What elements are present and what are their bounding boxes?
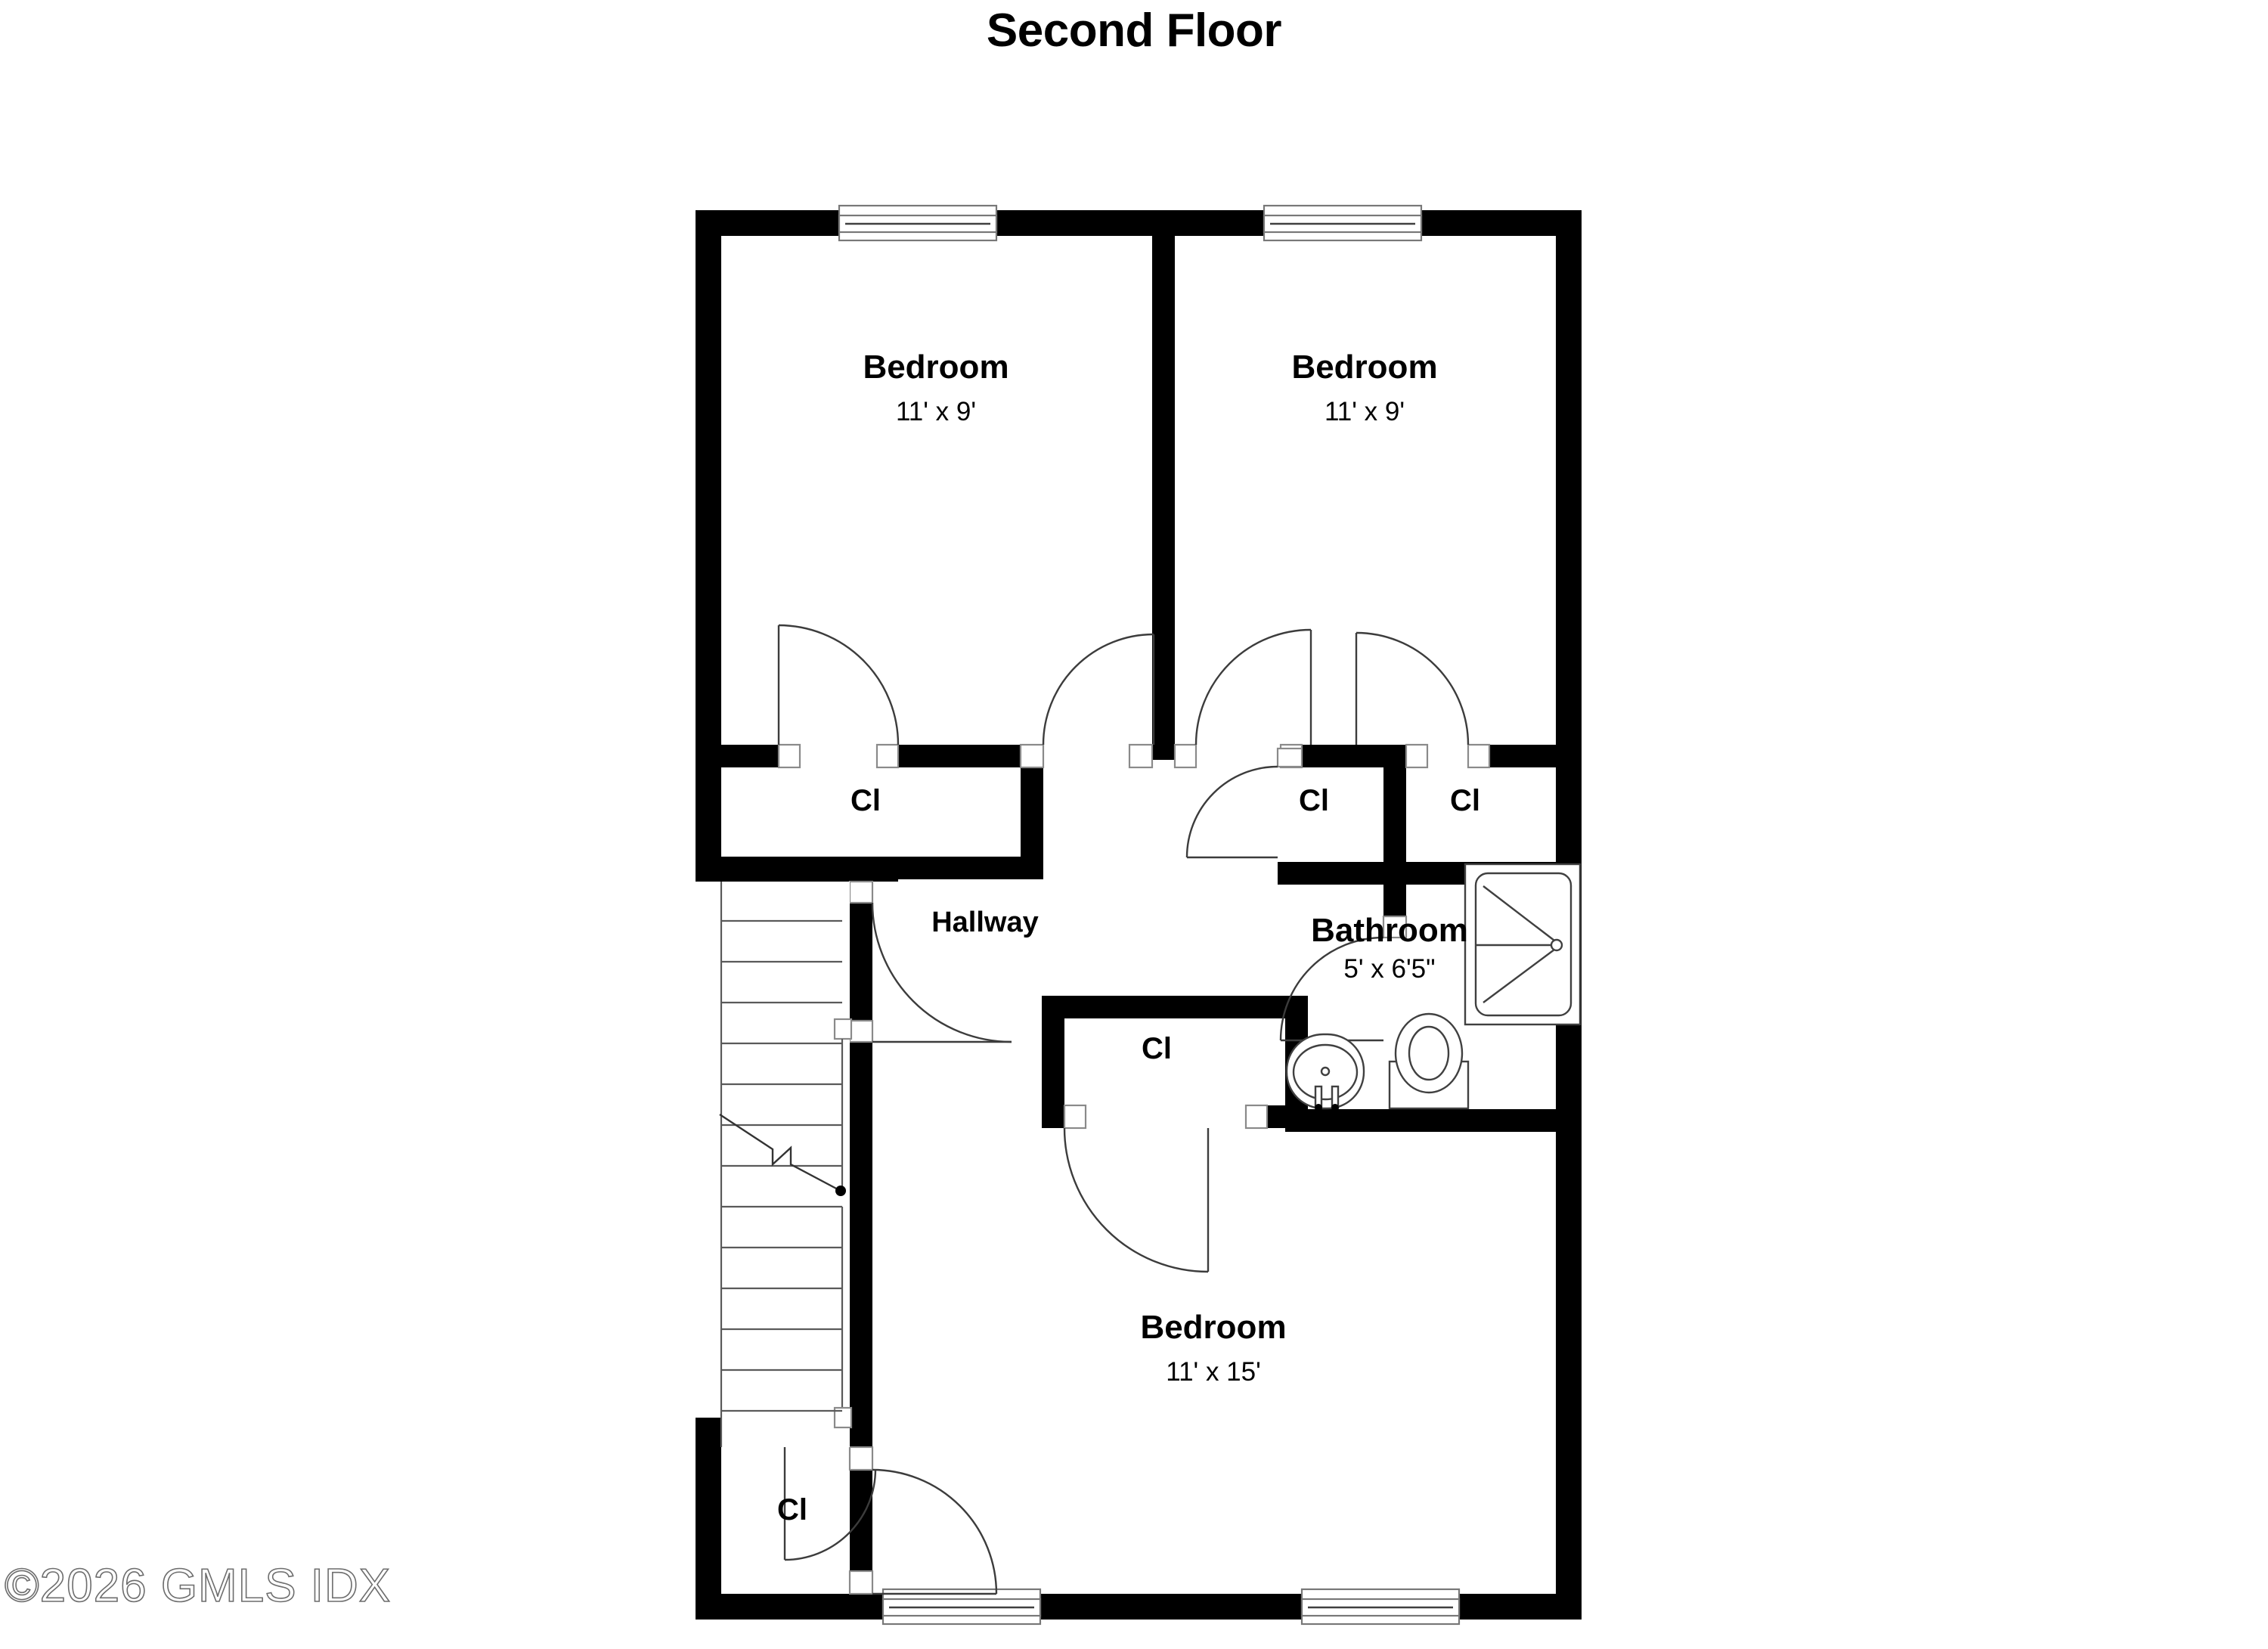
door-bedroom-ne[interactable] [1173, 628, 1312, 769]
wall-stairs-right [850, 882, 872, 1447]
door-hallway-south[interactable] [848, 880, 1012, 1043]
label-bedroom-nw-dim: 11' x 9' [896, 397, 976, 426]
wall-exterior-top [696, 210, 1582, 236]
label-hallway: Hallway [931, 907, 1039, 938]
toilet [1388, 1012, 1470, 1110]
wall-closet-hall-bottom-right [1267, 1105, 1308, 1128]
label-bathroom-name: Bathroom [1311, 912, 1468, 949]
door-closet-hall[interactable] [1063, 1104, 1269, 1273]
label-closet-nw: Cl [850, 784, 881, 817]
wall-exterior-left-lower [696, 1418, 721, 1620]
door-closet-center[interactable] [1185, 747, 1303, 859]
label-bedroom-ne-dim: 11' x 9' [1325, 397, 1405, 426]
wall-bathroom-bottom [1285, 1109, 1582, 1132]
label-closet-sw: Cl [777, 1493, 807, 1527]
label-bedroom-ne-name: Bedroom [1291, 349, 1437, 386]
label-bedroom-s-dim: 11' x 15' [1166, 1357, 1261, 1387]
bathtub-shower [1464, 863, 1582, 1026]
label-bedroom-nw-name: Bedroom [863, 349, 1009, 386]
wall-bathroom-left-upper [1383, 862, 1406, 916]
door-bedroom-nw-hall[interactable] [1019, 633, 1155, 769]
windows-group [838, 204, 1461, 1626]
door-closet-sw[interactable] [848, 1446, 998, 1595]
bathroom-fixtures [1285, 863, 1582, 1111]
doors-group [721, 624, 1491, 1595]
room-labels: Bedroom 11' x 9' Bedroom 11' x 9' Bathro… [863, 349, 1467, 1387]
bathroom-sink [1285, 1033, 1365, 1111]
window-south-east [1300, 1588, 1461, 1626]
closet-labels: Cl Cl Cl Cl Cl [777, 784, 1480, 1527]
wall-closet-hall-top [1042, 996, 1308, 1018]
label-bedroom-s-name: Bedroom [1140, 1309, 1286, 1346]
door-bathroom[interactable] [1279, 915, 1408, 1042]
door-closet-ne[interactable] [1355, 631, 1491, 769]
wall-stairs-bottom-stub [850, 1420, 872, 1450]
label-closet-hall: Cl [1142, 1032, 1172, 1065]
label-closet-ne: Cl [1450, 784, 1480, 817]
copyright-watermark: ©2026 GMLS IDX [4, 1559, 392, 1613]
page-title: Second Floor [986, 5, 1282, 57]
label-bathroom-dim: 5' x 6'5" [1343, 954, 1435, 984]
wall-closet-sw-right [850, 1447, 872, 1594]
window-south-west [881, 1588, 1042, 1626]
wall-closet-nw-top-right [898, 745, 1021, 767]
wall-between-north-bedrooms [1152, 210, 1175, 760]
door-bedroom-nw[interactable] [777, 624, 900, 769]
window-north-east [1263, 204, 1423, 242]
staircase [719, 882, 853, 1447]
label-closet-center: Cl [1299, 784, 1329, 817]
wall-hallway-south-stairs [696, 859, 898, 882]
window-north-west [838, 204, 998, 242]
wall-exterior-left-upper [696, 210, 721, 882]
wall-closet-nw-top-left [721, 745, 779, 767]
wall-closet-center-right [1383, 745, 1406, 881]
